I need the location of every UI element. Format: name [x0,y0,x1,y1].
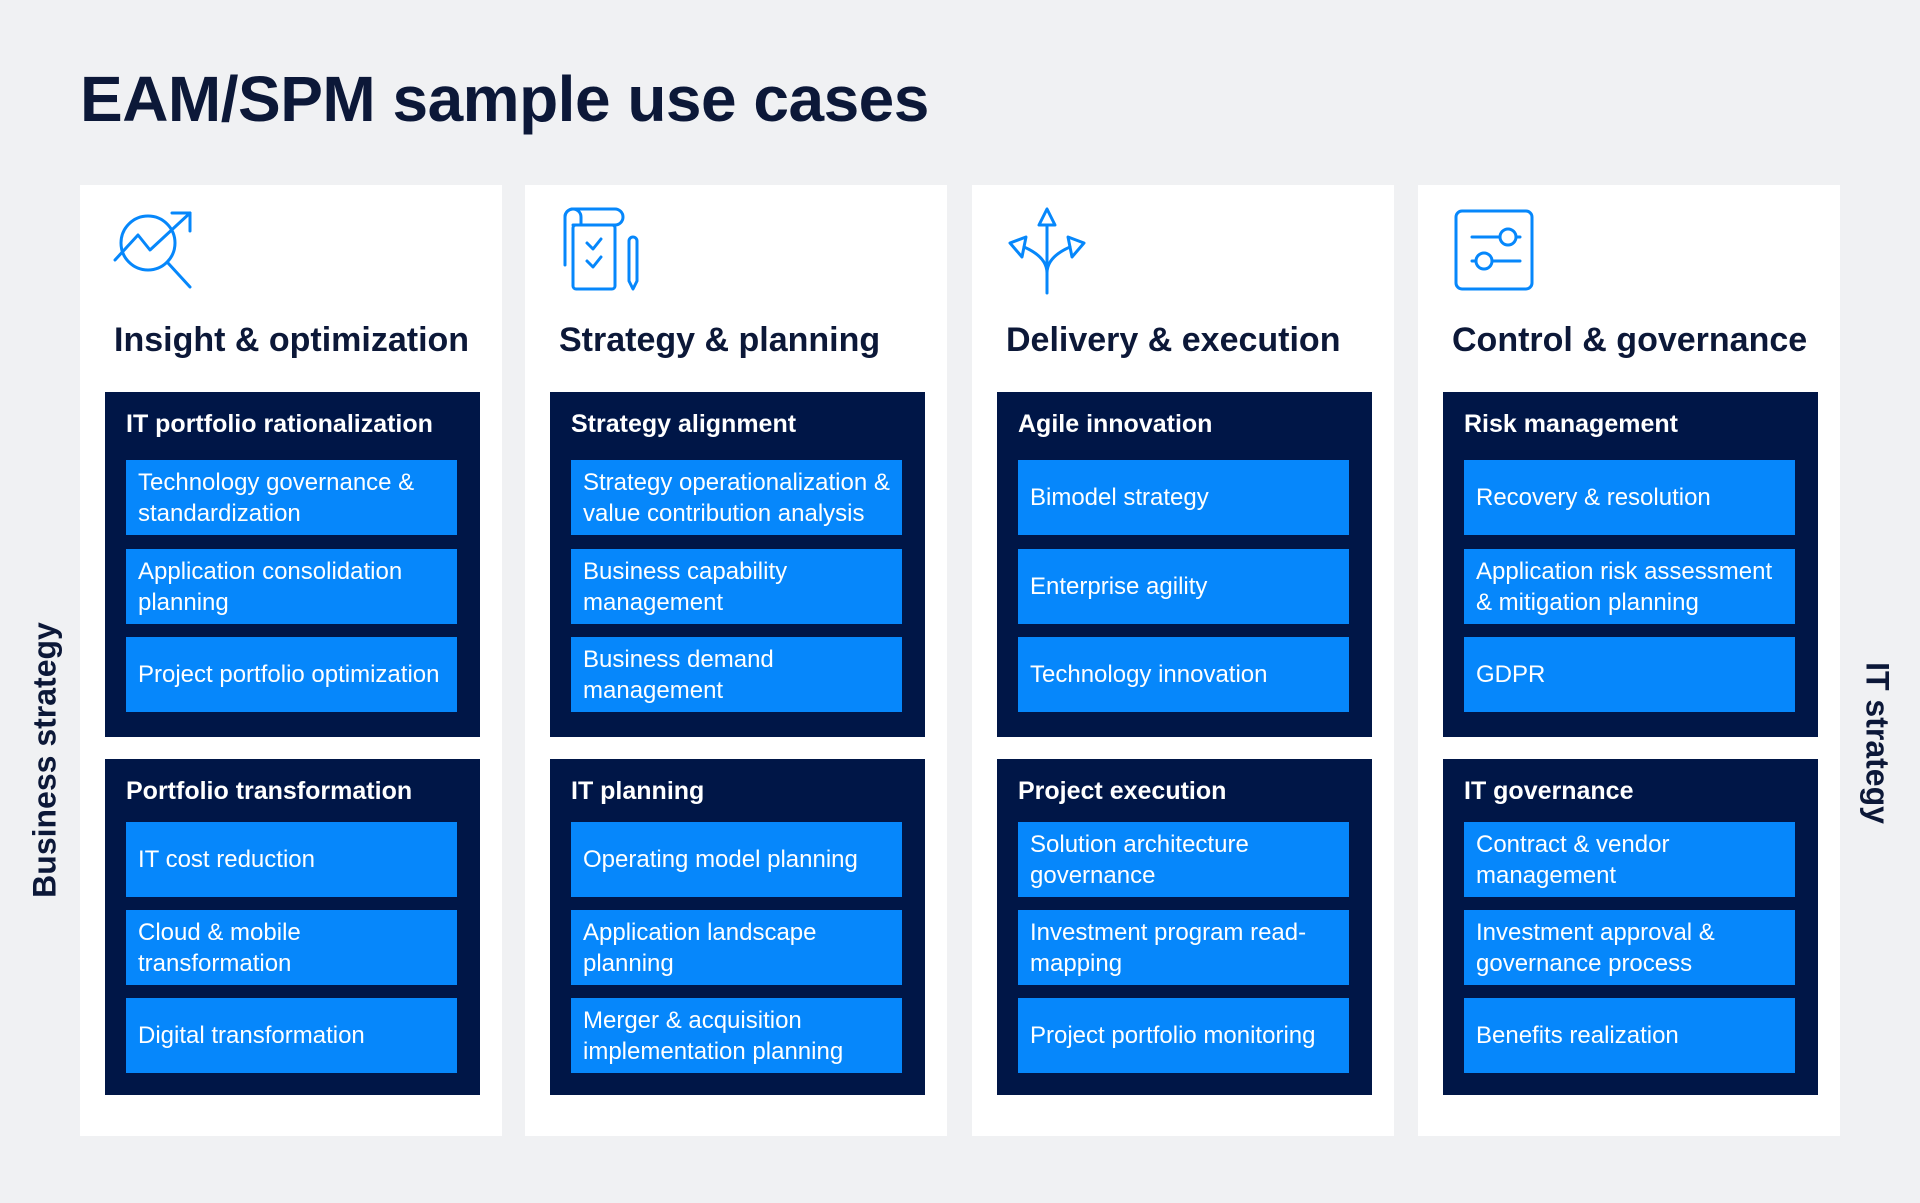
branching-arrows-icon [1008,207,1086,295]
use-case-item: GDPR [1464,637,1795,712]
use-case-item: Solution architecture governance [1018,822,1349,897]
use-case-item: IT cost reduction [126,822,457,897]
use-case-item: Benefits realization [1464,998,1795,1073]
use-case-item: Strategy operationalization & value cont… [571,460,902,535]
use-case-item: Application landscape planning [571,910,902,985]
use-case-item: Digital transformation [126,998,457,1073]
sliders-icon [1448,205,1538,295]
use-case-item: Enterprise agility [1018,549,1349,624]
group-title: Portfolio transformation [126,777,413,805]
group-title: Strategy alignment [571,410,797,438]
column-title: Delivery & execution [1006,321,1341,359]
page-title: EAM/SPM sample use cases [80,63,929,135]
side-label-business-strategy: Business strategy [26,622,63,898]
column-title: Insight & optimization [114,321,470,359]
group-title: IT portfolio rationalization [126,410,433,438]
use-case-item: Contract & vendor management [1464,822,1795,897]
side-label-it-strategy: IT strategy [1859,662,1896,824]
use-case-item: Investment approval & governance process [1464,910,1795,985]
column-title: Control & governance [1452,321,1808,359]
group-title: Project execution [1018,777,1227,805]
use-case-item: Project portfolio optimization [126,637,457,712]
use-case-item: Application risk assessment & mitigation… [1464,549,1795,624]
use-case-item: Business demand management [571,637,902,712]
use-case-item: Cloud & mobile transformation [126,910,457,985]
use-case-item: Technology governance & standardization [126,460,457,535]
group-title: IT governance [1464,777,1634,805]
use-case-item: Project portfolio monitoring [1018,998,1349,1073]
chart-magnifier-icon [110,205,200,295]
use-case-item: Operating model planning [571,822,902,897]
group-title: IT planning [571,777,705,805]
group-title: Risk management [1464,410,1678,438]
use-case-item: Merger & acquisition implementation plan… [571,998,902,1073]
branching-arrows-icon [1002,205,1092,295]
checklist-scroll-icon [555,205,645,295]
use-case-item: Investment program read-mapping [1018,910,1349,985]
use-case-item: Application consolidation planning [126,549,457,624]
use-case-item: Business capability management [571,549,902,624]
group-portfolio-transformation: Portfolio transformation IT cost reductio… [105,759,480,1095]
chart-magnifier-icon [113,211,192,289]
checklist-scroll-icon [563,207,639,291]
group-title: Agile innovation [1018,410,1213,438]
column-title: Strategy & planning [559,321,881,359]
use-case-item: Bimodel strategy [1018,460,1349,535]
use-case-item: Technology innovation [1018,637,1349,712]
column-card-insight-optimization: Insight & optimization IT portfolio ratio… [80,185,502,1136]
sliders-icon [1454,209,1534,291]
use-case-item: Recovery & resolution [1464,460,1795,535]
